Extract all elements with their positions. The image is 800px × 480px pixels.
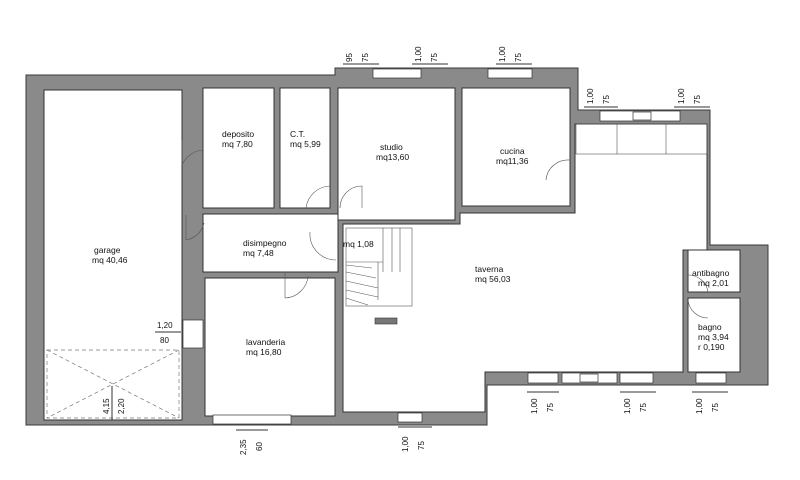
garage-room bbox=[43, 89, 183, 421]
dimension-ticks bbox=[111, 63, 728, 431]
bagno-name: bagno bbox=[698, 322, 722, 332]
dim-bot-4a: 1,00 bbox=[623, 398, 632, 414]
lavanderia-area: mq 16,80 bbox=[246, 347, 282, 357]
dim-bot-4b: 75 bbox=[639, 403, 648, 412]
antibagno-room bbox=[687, 249, 741, 293]
cucina-area: mq11,36 bbox=[496, 156, 529, 166]
doors bbox=[181, 140, 709, 319]
dim-top-2b: 75 bbox=[430, 53, 439, 62]
dim-garage-opening-b: 2,20 bbox=[117, 398, 126, 414]
dim-top-4a: 1,00 bbox=[586, 88, 595, 104]
taverna-area: mq 56,03 bbox=[475, 274, 511, 284]
studio-area: mq13,60 bbox=[376, 152, 409, 162]
studio-name: studio bbox=[380, 142, 403, 152]
dim-top-2a: 1,00 bbox=[414, 46, 423, 62]
dim-top-3a: 1,00 bbox=[498, 46, 507, 62]
dim-top-4b: 75 bbox=[602, 95, 611, 104]
ct-area: mq 5,99 bbox=[290, 139, 321, 149]
dim-bot-1a: 2,35 bbox=[239, 439, 248, 455]
dim-garage-opening-a: 4,15 bbox=[102, 398, 111, 414]
room-interiors bbox=[43, 87, 741, 421]
dim-top-3b: 75 bbox=[514, 53, 523, 62]
taverna-name: taverna bbox=[475, 264, 504, 274]
floor-drain bbox=[374, 317, 398, 325]
dim-top-1b: 75 bbox=[361, 53, 370, 62]
bagno-room bbox=[687, 297, 741, 373]
dim-bot-5b: 75 bbox=[711, 403, 720, 412]
disimpegno-area: mq 7,48 bbox=[243, 248, 274, 258]
dim-top-5b: 75 bbox=[693, 95, 702, 104]
dim-bot-2a: 1,00 bbox=[401, 436, 410, 452]
dim-garage-door-a: 1,20 bbox=[157, 321, 173, 330]
cucina-name: cucina bbox=[500, 146, 525, 156]
antibagno-name: antibagno bbox=[692, 268, 730, 278]
windows bbox=[182, 68, 727, 425]
dim-top-1a: 95 bbox=[345, 53, 354, 62]
dimension-labels: 95 75 1,00 75 1,00 75 1,00 75 1,00 75 2,… bbox=[102, 46, 720, 455]
bagno-note: r 0,190 bbox=[698, 342, 725, 352]
mq108-area: mq 1,08 bbox=[343, 239, 374, 249]
dim-bot-3a: 1,00 bbox=[530, 398, 539, 414]
deposito-name: deposito bbox=[222, 129, 254, 139]
studio-room bbox=[337, 87, 456, 221]
dim-bot-3b: 75 bbox=[546, 403, 555, 412]
disimpegno-name: disimpegno bbox=[243, 238, 287, 248]
dim-bot-5a: 1,00 bbox=[695, 398, 704, 414]
deposito-room bbox=[202, 87, 275, 209]
lavanderia-room bbox=[204, 277, 336, 417]
dim-top-5a: 1,00 bbox=[677, 88, 686, 104]
ct-name: C.T. bbox=[290, 129, 305, 139]
garage-name: garage bbox=[94, 245, 121, 255]
room-labels: garage mq 40,46 deposito mq 7,80 C.T. mq… bbox=[92, 129, 730, 357]
dim-garage-door-b: 80 bbox=[160, 336, 169, 345]
stairs bbox=[345, 227, 413, 307]
antibagno-area: mq 2,01 bbox=[698, 278, 729, 288]
deposito-area: mq 7,80 bbox=[222, 139, 253, 149]
dim-bot-1b: 60 bbox=[255, 442, 264, 451]
disimpegno-room bbox=[202, 213, 339, 273]
garage-door-opening bbox=[46, 349, 180, 419]
lavanderia-name: lavanderia bbox=[246, 337, 285, 347]
cucina-room bbox=[461, 87, 571, 207]
kitchen-counter bbox=[575, 123, 708, 155]
ct-room bbox=[279, 87, 331, 209]
bagno-area: mq 3,94 bbox=[698, 332, 729, 342]
dim-bot-2b: 75 bbox=[417, 441, 426, 450]
garage-area: mq 40,46 bbox=[92, 255, 128, 265]
